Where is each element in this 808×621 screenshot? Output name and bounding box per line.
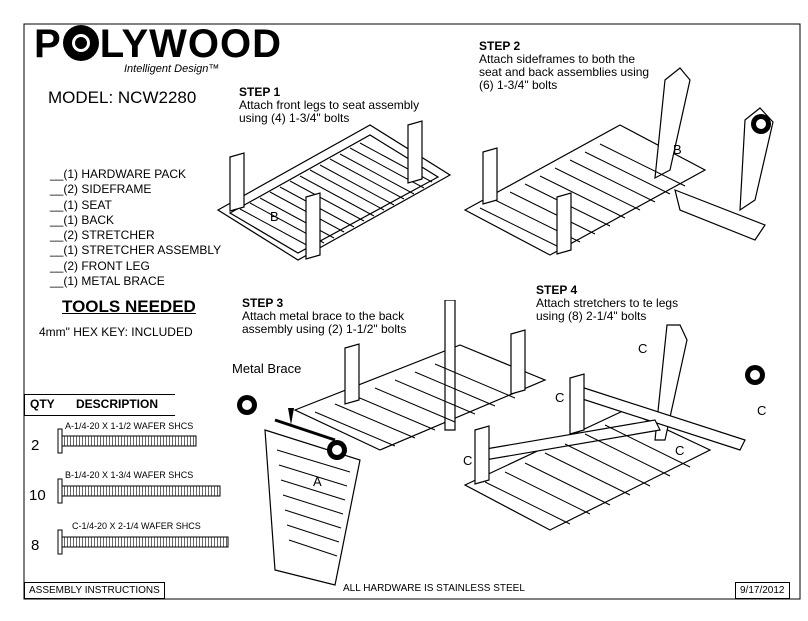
parts-list-item: __(1) METAL BRACE: [50, 274, 165, 289]
step-4-title: STEP 4: [536, 283, 578, 297]
parts-list-item: __(1) BACK: [50, 212, 115, 227]
step-3: STEP 3 Attach metal brace to the back as…: [242, 296, 406, 336]
step-3-title: STEP 3: [242, 296, 284, 310]
step-2-illustration: B: [463, 67, 774, 256]
step-1-illustration: B: [216, 120, 452, 261]
parts-list-item: __(1) HARDWARE PACK: [50, 167, 187, 181]
bolt-label-c: C: [638, 341, 647, 356]
tools-needed-item: 4mm" HEX KEY: INCLUDED: [39, 325, 193, 339]
metal-brace: [274, 418, 336, 442]
parts-list-item: __(1) SEAT: [50, 197, 112, 212]
front-legs: [482, 147, 572, 255]
hardware-qty-header: QTY: [30, 397, 55, 411]
pivot-hub-right-inner: [332, 445, 342, 455]
brand-name-right: LYWOOD: [99, 22, 282, 66]
footer-assembly-instructions: ASSEMBLY INSTRUCTIONS: [24, 582, 165, 599]
front-legs: [474, 373, 585, 485]
hardware-item-name: A-1/4-20 X 1-1/2 WAFER SHCS: [65, 421, 194, 431]
step-4-illustration: C C C C C: [463, 324, 766, 531]
seat-inner: [228, 134, 440, 254]
hardware-item-qty: 8: [31, 537, 40, 554]
hardware-table-header: [24, 394, 175, 416]
seat-frame: [293, 344, 547, 451]
metal-brace-label: Metal Brace: [232, 361, 302, 376]
parts-list-item: __(1) STRETCHER ASSEMBLY: [50, 243, 222, 258]
back-sideframe-right: [739, 107, 774, 212]
pivot-hub-inner: [750, 370, 760, 380]
hardware-item-qty: 2: [31, 437, 40, 454]
bolt-illustrations: [57, 428, 229, 555]
brand-logo: P LYWOOD: [34, 22, 282, 67]
hardware-item-name: C-1/4-20 X 2-1/4 WAFER SHCS: [72, 521, 201, 531]
step-2-line: Attach sideframes to both the: [479, 52, 636, 66]
step-2: STEP 2 Attach sideframes to both the sea…: [479, 39, 649, 92]
tools-needed-title: TOOLS NEEDED: [62, 297, 196, 316]
bolt-b-icon: [57, 478, 221, 504]
step-2-title: STEP 2: [479, 39, 521, 53]
back-slats: [276, 449, 351, 557]
recycle-icon: [62, 25, 99, 61]
step-4-line: Attach stretchers to te legs: [536, 296, 679, 310]
bolt-c-icon: [57, 529, 229, 555]
seat-slats: [479, 143, 686, 251]
step-2-line: seat and back assemblies using: [479, 65, 650, 79]
step-3-illustration: A: [237, 300, 547, 586]
step-3-line: Attach metal brace to the back: [242, 309, 405, 323]
brand-name-left: P: [34, 22, 62, 66]
front-leg-tall: [444, 300, 456, 431]
footer-hardware-note: ALL HARDWARE IS STAINLESS STEEL: [343, 583, 525, 594]
parts-list-item: __(2) SIDEFRAME: [50, 182, 152, 197]
pivot-hub-inner: [756, 119, 766, 129]
step-4: STEP 4 Attach stretchers to te legs usin…: [536, 283, 678, 323]
brace-arrow: [288, 408, 294, 425]
step-1-line: using (4) 1-3/4" bolts: [239, 111, 350, 125]
bolt-label-c: C: [463, 453, 472, 468]
step-3-line: assembly using (2) 1-1/2" bolts: [242, 322, 407, 336]
seat-slats: [484, 424, 691, 525]
step-4-line: using (8) 2-1/4" bolts: [536, 309, 647, 323]
step-1-title: STEP 1: [239, 85, 281, 99]
front-leg-right: [407, 120, 423, 184]
seat-frame: [216, 124, 452, 261]
step-2-line: (6) 1-3/4" bolts: [479, 78, 558, 92]
bolt-a-icon: [57, 428, 197, 454]
front-legs: [229, 152, 321, 260]
bolt-label-a: A: [313, 474, 322, 489]
front-legs: [344, 329, 526, 405]
step-1-line: Attach front legs to seat assembly: [239, 98, 420, 112]
seat-frame: [463, 124, 707, 256]
parts-list-item: __(2) STRETCHER: [50, 228, 155, 243]
footer-date: 9/17/2012: [735, 582, 790, 599]
brand-tagline: Intelligent Design™: [124, 63, 220, 75]
hardware-item-name: B-1/4-20 X 1-3/4 WAFER SHCS: [65, 470, 194, 480]
parts-list-item: __(2) FRONT LEG: [50, 258, 150, 273]
bolt-label-b: B: [673, 142, 682, 157]
model-number: MODEL: NCW2280: [48, 88, 197, 107]
seat-slats: [314, 363, 516, 447]
bolt-label-b: B: [270, 209, 279, 224]
bolt-label-c: C: [555, 390, 564, 405]
bolt-label-c: C: [675, 443, 684, 458]
hardware-desc-header: DESCRIPTION: [76, 397, 159, 411]
hardware-item-qty: 10: [29, 487, 46, 504]
pivot-hub-inner: [242, 400, 252, 410]
bolt-label-c: C: [757, 403, 766, 418]
back-assembly: [674, 189, 766, 241]
parts-list: __(1) HARDWARE PACK __(2) SIDEFRAME __(1…: [50, 167, 221, 289]
back-sideframe: [654, 67, 691, 180]
step-1: STEP 1 Attach front legs to seat assembl…: [239, 85, 419, 125]
